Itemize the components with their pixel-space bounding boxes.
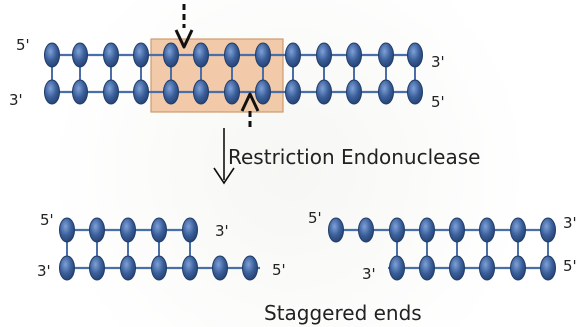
top-left-5prime: 5' <box>16 36 30 54</box>
top-lower-nucleotide <box>255 79 271 105</box>
right-lower-nucleotide <box>449 255 465 281</box>
top-upper-nucleotide <box>72 42 88 68</box>
top-lower-nucleotide <box>44 79 60 105</box>
right-upper-nucleotide <box>328 217 344 243</box>
top-lower-nucleotide <box>103 79 119 105</box>
top-right-3prime: 3' <box>431 53 445 71</box>
top-lower-nucleotide <box>72 79 88 105</box>
right-upper-nucleotide <box>389 217 405 243</box>
bottom-cut-arrow <box>240 92 260 131</box>
top-lower-nucleotide <box>133 79 149 105</box>
right-fragment-5prime-bottom: 5' <box>563 257 577 275</box>
top-lower-nucleotide <box>378 79 394 105</box>
enzyme-label: Restriction Endonuclease <box>228 145 480 169</box>
top-upper-nucleotide <box>224 42 240 68</box>
left-upper-nucleotide <box>182 217 198 243</box>
right-upper-nucleotide <box>358 217 374 243</box>
right-lower-nucleotide <box>510 255 526 281</box>
top-lower-nucleotide <box>407 79 423 105</box>
left-lower-nucleotide <box>151 255 167 281</box>
top-upper-nucleotide <box>346 42 362 68</box>
caption-staggered-ends: Staggered ends <box>264 301 422 325</box>
reaction-arrow <box>213 128 235 185</box>
top-upper-nucleotide <box>285 42 301 68</box>
left-lower-nucleotide <box>89 255 105 281</box>
right-lower-nucleotide <box>479 255 495 281</box>
left-upper-nucleotide <box>151 217 167 243</box>
left-fragment-5prime: 5' <box>40 211 54 229</box>
left-lower-nucleotide <box>242 255 258 281</box>
top-upper-nucleotide <box>193 42 209 68</box>
left-lower-nucleotide <box>59 255 75 281</box>
right-lower-nucleotide <box>540 255 556 281</box>
right-fragment-3prime-bottom: 3' <box>362 265 376 283</box>
top-lower-nucleotide <box>316 79 332 105</box>
left-upper-nucleotide <box>59 217 75 243</box>
right-fragment-5prime: 5' <box>308 209 322 227</box>
left-fragment-5prime-bottom: 5' <box>272 261 286 279</box>
top-left-3prime: 3' <box>9 91 23 109</box>
left-lower-nucleotide <box>182 255 198 281</box>
right-fragment <box>328 217 556 281</box>
top-upper-nucleotide <box>103 42 119 68</box>
top-lower-nucleotide <box>285 79 301 105</box>
top-upper-nucleotide <box>163 42 179 68</box>
top-cut-arrow <box>174 4 194 49</box>
top-right-5prime: 5' <box>431 93 445 111</box>
right-upper-nucleotide <box>479 217 495 243</box>
top-lower-nucleotide <box>193 79 209 105</box>
top-lower-nucleotide <box>346 79 362 105</box>
top-upper-nucleotide <box>44 42 60 68</box>
top-upper-nucleotide <box>255 42 271 68</box>
top-lower-nucleotide <box>163 79 179 105</box>
left-upper-nucleotide <box>120 217 136 243</box>
right-lower-nucleotide <box>389 255 405 281</box>
right-upper-nucleotide <box>510 217 526 243</box>
top-upper-nucleotide <box>316 42 332 68</box>
right-lower-nucleotide <box>419 255 435 281</box>
top-upper-nucleotide <box>407 42 423 68</box>
top-lower-nucleotide <box>224 79 240 105</box>
right-fragment-3prime-top: 3' <box>563 214 577 232</box>
left-fragment <box>59 217 260 281</box>
left-lower-nucleotide <box>120 255 136 281</box>
left-lower-nucleotide <box>212 255 228 281</box>
left-fragment-3prime-top: 3' <box>215 222 229 240</box>
right-upper-nucleotide <box>540 217 556 243</box>
top-upper-nucleotide <box>378 42 394 68</box>
left-upper-nucleotide <box>89 217 105 243</box>
left-fragment-3prime-bottom: 3' <box>37 262 51 280</box>
right-upper-nucleotide <box>449 217 465 243</box>
top-upper-nucleotide <box>133 42 149 68</box>
intact-dna <box>44 42 423 105</box>
right-upper-nucleotide <box>419 217 435 243</box>
